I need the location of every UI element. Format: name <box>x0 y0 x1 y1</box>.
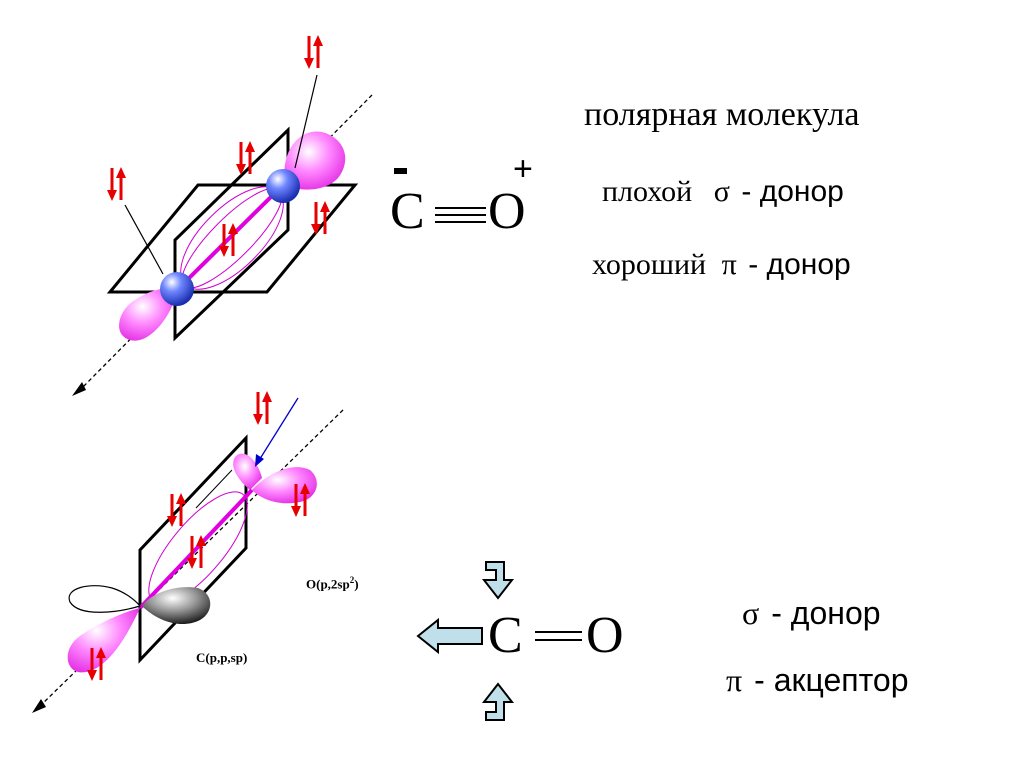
top-minus-charge-bar <box>394 168 407 174</box>
top-spin-pair-c <box>105 165 128 203</box>
bottom-line-1-symbol: σ <box>742 595 760 631</box>
top-line-2-word: хороший <box>592 248 707 281</box>
bottom-o-lobe-right <box>252 467 317 504</box>
top-atom-c: C <box>390 183 425 240</box>
top-pointer-c <box>124 204 164 275</box>
left-block-arrow-icon <box>416 617 483 655</box>
top-line-1-symbol: σ <box>713 175 730 208</box>
push-arrows <box>416 561 515 721</box>
bottom-axis-arrowhead <box>32 699 46 713</box>
bottom-c-filled-lobe <box>142 587 211 625</box>
bottom-line-2-symbol: π <box>726 662 743 698</box>
bottom-line-1-rest: - донор <box>771 595 881 631</box>
top-c-atom-icon <box>160 272 194 306</box>
bottom-plane-inner-line <box>195 469 233 509</box>
bottom-spin-pair-2 <box>185 533 208 571</box>
top-o-lobe <box>284 131 346 190</box>
top-o-atom-icon <box>266 169 300 203</box>
bottom-vertical-plane <box>138 434 248 664</box>
top-line-2-symbol: π <box>721 248 737 281</box>
top-spin-pair-o <box>302 33 325 71</box>
bottom-label-o: O(p,2sp2) <box>306 575 359 592</box>
top-line-1-word: плохой <box>602 175 693 208</box>
top-horizontal-plane <box>106 183 359 294</box>
top-axis-arrowhead <box>72 382 86 396</box>
top-c-lobe <box>119 288 178 341</box>
bottom-line-1: σ - донор <box>742 595 881 632</box>
bottom-label-o-main: O(p,2sp <box>306 576 350 592</box>
top-title: полярная молекула <box>584 96 860 133</box>
bottom-curved-arrow-icon <box>481 682 515 721</box>
top-orbital-figure <box>72 33 373 396</box>
bottom-sigma-bond <box>138 488 254 610</box>
top-line-1: плохой σ - донор <box>602 175 844 209</box>
top-line-2: хороший π - донор <box>592 248 851 282</box>
bottom-c-pink-lobe <box>67 608 140 673</box>
bottom-label-o-sup: 2 <box>349 575 355 585</box>
top-line-1-rest: - донор <box>741 175 844 208</box>
top-sigma-bond <box>176 183 285 291</box>
top-curved-arrow-icon <box>481 561 515 600</box>
bottom-c-empty-lobe <box>68 585 142 613</box>
bottom-label-c: C(p,p,sp) <box>196 650 248 665</box>
bottom-atom-c: C <box>488 607 523 664</box>
bottom-o-lobe-up <box>233 453 262 490</box>
top-triple-bond <box>435 207 486 223</box>
bottom-orbital-figure <box>32 389 344 713</box>
bottom-blue-pointer-head <box>255 454 264 467</box>
top-atom-o: O <box>488 183 526 240</box>
bottom-atom-o: O <box>586 607 624 664</box>
bottom-double-bond <box>535 631 582 641</box>
top-charge-plus: + <box>513 150 533 188</box>
bottom-line-2-rest: - акцептор <box>754 662 909 698</box>
top-line-2-rest: - донор <box>748 248 851 281</box>
bottom-spin-pair-o-top <box>251 389 274 427</box>
bottom-label-o-end: ) <box>354 576 359 592</box>
bottom-blue-pointer <box>257 397 299 463</box>
bottom-line-2: π - акцептор <box>726 662 908 699</box>
top-pointer-o <box>294 74 318 169</box>
